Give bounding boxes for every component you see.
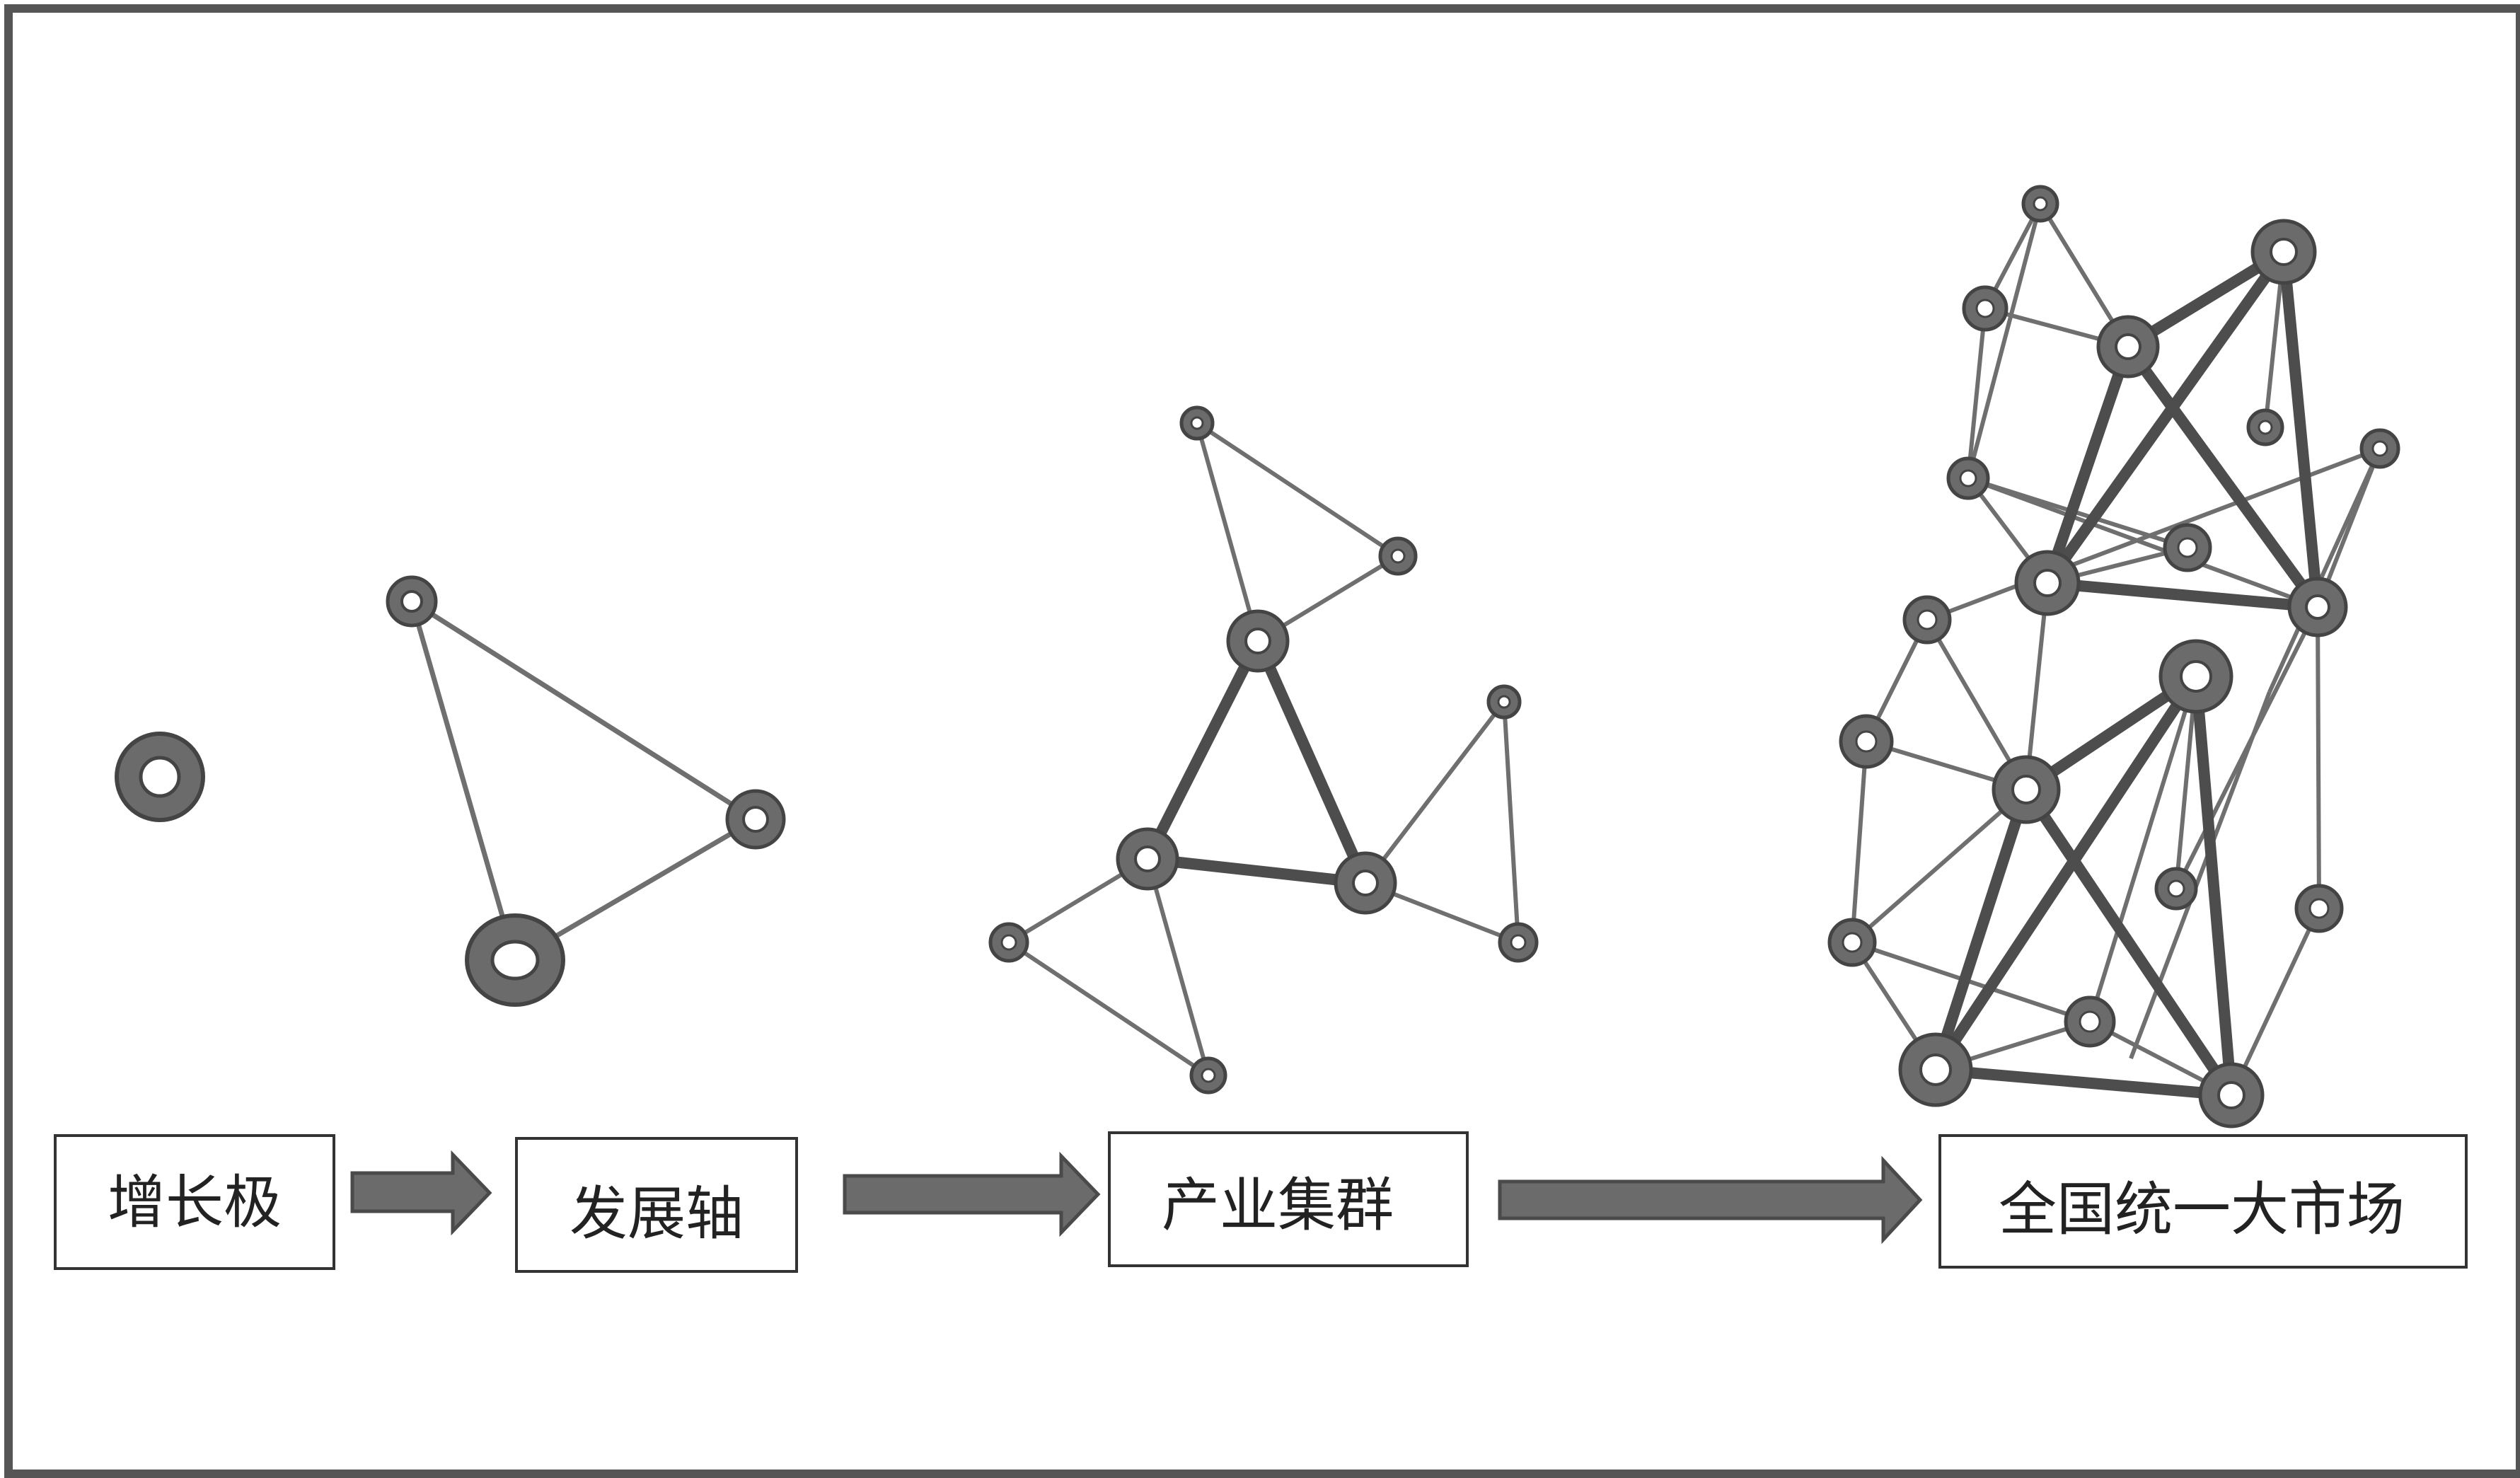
flow-arrow-2 xyxy=(843,1151,1101,1237)
stage-box-industrial-cluster: 产业集群 xyxy=(1108,1131,1469,1267)
market-edge xyxy=(2229,907,2321,1097)
stage-label-national-unified-market: 全国统一大市场 xyxy=(1999,1177,2405,1244)
market-core-edge xyxy=(2042,248,2289,587)
market-edge xyxy=(1851,787,2028,945)
market-node xyxy=(2250,219,2317,285)
cluster-node xyxy=(1378,536,1418,576)
cluster-node xyxy=(1498,922,1539,963)
market-core-edge xyxy=(2042,345,2134,585)
cluster-node xyxy=(1226,609,1290,673)
cluster-edge xyxy=(1145,858,1210,1076)
market-edge xyxy=(1966,203,2042,479)
market-edge xyxy=(1967,476,2319,609)
cluster-node xyxy=(1116,827,1179,891)
market-node xyxy=(2021,185,2059,223)
axis-node xyxy=(386,575,438,628)
market-edge xyxy=(1966,308,1987,479)
stage-label-industrial-cluster: 产业集群 xyxy=(1162,1172,1394,1240)
market-core-edge xyxy=(1930,787,2032,1072)
market-node xyxy=(2158,639,2233,714)
stage-label-development-axis: 发展轴 xyxy=(570,1181,744,1248)
market-node xyxy=(2294,884,2344,933)
cluster-edge xyxy=(1502,701,1520,943)
market-node xyxy=(2246,408,2284,446)
cluster-node xyxy=(1189,1056,1227,1095)
national-market-network xyxy=(1827,185,2400,1128)
cluster-node xyxy=(1334,851,1397,915)
market-edge xyxy=(1851,940,2091,1024)
stage-box-development-axis: 发展轴 xyxy=(515,1137,798,1273)
development-axis-network xyxy=(386,575,786,1007)
cluster-edge xyxy=(1363,700,1506,884)
flow-arrow-1 xyxy=(350,1150,492,1236)
market-node xyxy=(2096,315,2160,379)
market-core-edge xyxy=(2123,343,2323,611)
market-core-edge xyxy=(2278,251,2323,608)
market-node xyxy=(2064,995,2116,1048)
axis-edge xyxy=(409,601,518,961)
market-node xyxy=(2359,428,2400,469)
market-core-edge xyxy=(2190,676,2237,1096)
cluster-core-edge xyxy=(1142,638,1264,862)
cluster-node xyxy=(1179,405,1215,441)
market-core-edge xyxy=(1935,1064,2232,1101)
cluster-edge xyxy=(1195,422,1260,642)
market-core-edge xyxy=(1931,673,2201,1073)
stage-label-growth-pole: 增长极 xyxy=(108,1170,282,1237)
market-node xyxy=(2198,1062,2265,1128)
stage-box-growth-pole: 增长极 xyxy=(54,1134,335,1270)
cluster-node xyxy=(1486,684,1522,720)
stage-box-national-unified-market: 全国统一大市场 xyxy=(1938,1134,2468,1269)
market-node xyxy=(2287,577,2348,637)
market-node xyxy=(2014,550,2081,616)
market-edge xyxy=(2024,582,2050,790)
cluster-edge xyxy=(1196,421,1399,558)
market-node xyxy=(1992,755,2061,824)
market-node xyxy=(1962,285,2009,332)
market-edge xyxy=(2088,676,2198,1022)
market-core-edge xyxy=(2047,577,2318,613)
axis-edge xyxy=(410,599,757,821)
market-edge xyxy=(2267,447,2382,693)
market-node xyxy=(1946,456,1990,500)
market-node xyxy=(1898,1032,1973,1107)
flow-arrow-3 xyxy=(1498,1155,1923,1245)
cluster-node xyxy=(988,922,1029,963)
axis-node xyxy=(465,913,565,1007)
market-edge xyxy=(1850,741,1868,943)
market-core-edge xyxy=(2021,786,2236,1099)
cluster-core-edge xyxy=(1252,638,1371,886)
cluster-core-edge xyxy=(1147,853,1366,889)
growth-pole-network xyxy=(115,732,205,822)
market-node xyxy=(1827,918,1877,967)
market-node xyxy=(1839,714,1894,769)
market-edge xyxy=(2316,606,2321,909)
axis-node xyxy=(725,789,786,850)
industrial-cluster-network xyxy=(988,405,1539,1095)
market-node xyxy=(1902,595,1952,645)
growth-pole-node xyxy=(115,732,205,822)
market-node xyxy=(2154,867,2198,911)
market-edge xyxy=(2129,691,2272,1060)
cluster-edge xyxy=(1007,940,1210,1078)
market-node xyxy=(2163,523,2212,572)
